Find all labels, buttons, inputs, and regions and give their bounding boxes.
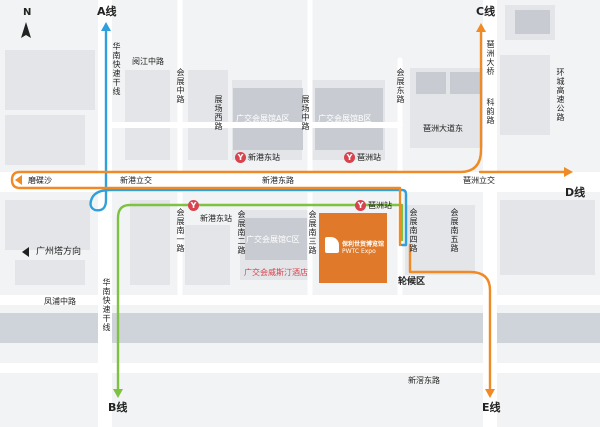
road-pazhou-dadao: 琶洲大道东 <box>423 124 463 133</box>
road-xingang-lijiao: 新港立交 <box>120 176 152 185</box>
expo-name-cn: 保利世贸博览馆 <box>342 241 385 248</box>
road-fengpu: 凤浦中路 <box>44 297 76 306</box>
station-pazhou-south: 琶洲站 <box>368 201 392 210</box>
road-huizhan-nan4: 会展南四路 <box>409 208 418 253</box>
road-huizhan-zhong: 会展中路 <box>176 68 185 104</box>
road-mogangsha: 磨碟沙 <box>28 176 52 185</box>
metro-icon: Y <box>344 152 355 163</box>
pwtc-expo-block: 保利世贸博览馆 PWTC Expo <box>319 213 387 283</box>
hall-a-label: 广交会展馆A区 <box>236 114 290 123</box>
line-b-label: B线 <box>108 401 128 414</box>
metro-icon: Y <box>188 200 199 211</box>
hotel-label: 广交会威斯汀酒店 <box>244 268 308 277</box>
road-huizhan-nan5: 会展南五路 <box>450 208 459 253</box>
hall-b-label: 广交会展馆B区 <box>318 114 372 123</box>
road-huizhan-nan2: 会展南二路 <box>237 210 246 255</box>
line-c-label: C线 <box>476 5 496 18</box>
road-zhanchang-xi: 展场西路 <box>214 95 223 131</box>
road-pazhou-lijiao: 琶洲立交 <box>463 176 495 185</box>
road-yuejiang: 阅江中路 <box>132 57 164 66</box>
station-pazhou: 琶洲站 <box>357 153 381 162</box>
expo-logo-icon <box>325 237 339 253</box>
compass-label: N <box>23 7 32 18</box>
road-keyun: 科韵路 <box>486 98 495 125</box>
road-xinxi: 新滘东路 <box>408 376 440 385</box>
hall-c-block <box>245 218 307 260</box>
road-pazhou-daqiao: 琶洲大桥 <box>486 40 495 76</box>
road-huancheng: 环城高速公路 <box>556 68 565 122</box>
metro-icon: Y <box>355 200 366 211</box>
road-zhanchang-zhong: 展场中路 <box>301 95 310 131</box>
river <box>0 313 600 343</box>
hall-c-label: 广交会展馆C区 <box>246 235 300 244</box>
road-huizhan-nan3: 会展南三路 <box>308 210 317 255</box>
road-huizhan-nan1: 会展南一路 <box>176 208 185 253</box>
line-e-label: E线 <box>482 401 501 414</box>
road-huizhan-dong: 会展东路 <box>396 68 405 104</box>
road-xingang-east: 新港东路 <box>262 176 294 185</box>
district-label: 轮候区 <box>398 277 426 287</box>
road-huanan-north: 华南快速干线 <box>112 42 121 96</box>
expo-name-en: PWTC Expo <box>342 248 376 255</box>
road-huanan-south: 华南快速干线 <box>102 278 111 332</box>
station-xingang-east-south: 新港东站 <box>200 214 232 223</box>
line-a-label: A线 <box>97 5 117 18</box>
station-xingang-east: 新港东站 <box>248 153 280 162</box>
hall-a-block <box>233 88 303 150</box>
metro-icon: Y <box>235 152 246 163</box>
direction-arrow-icon <box>22 247 29 257</box>
compass-icon <box>21 22 31 38</box>
guangzhou-tower-direction: 广州塔方向 <box>36 247 82 257</box>
line-d-label: D线 <box>565 186 586 199</box>
hall-b-block <box>315 88 383 150</box>
